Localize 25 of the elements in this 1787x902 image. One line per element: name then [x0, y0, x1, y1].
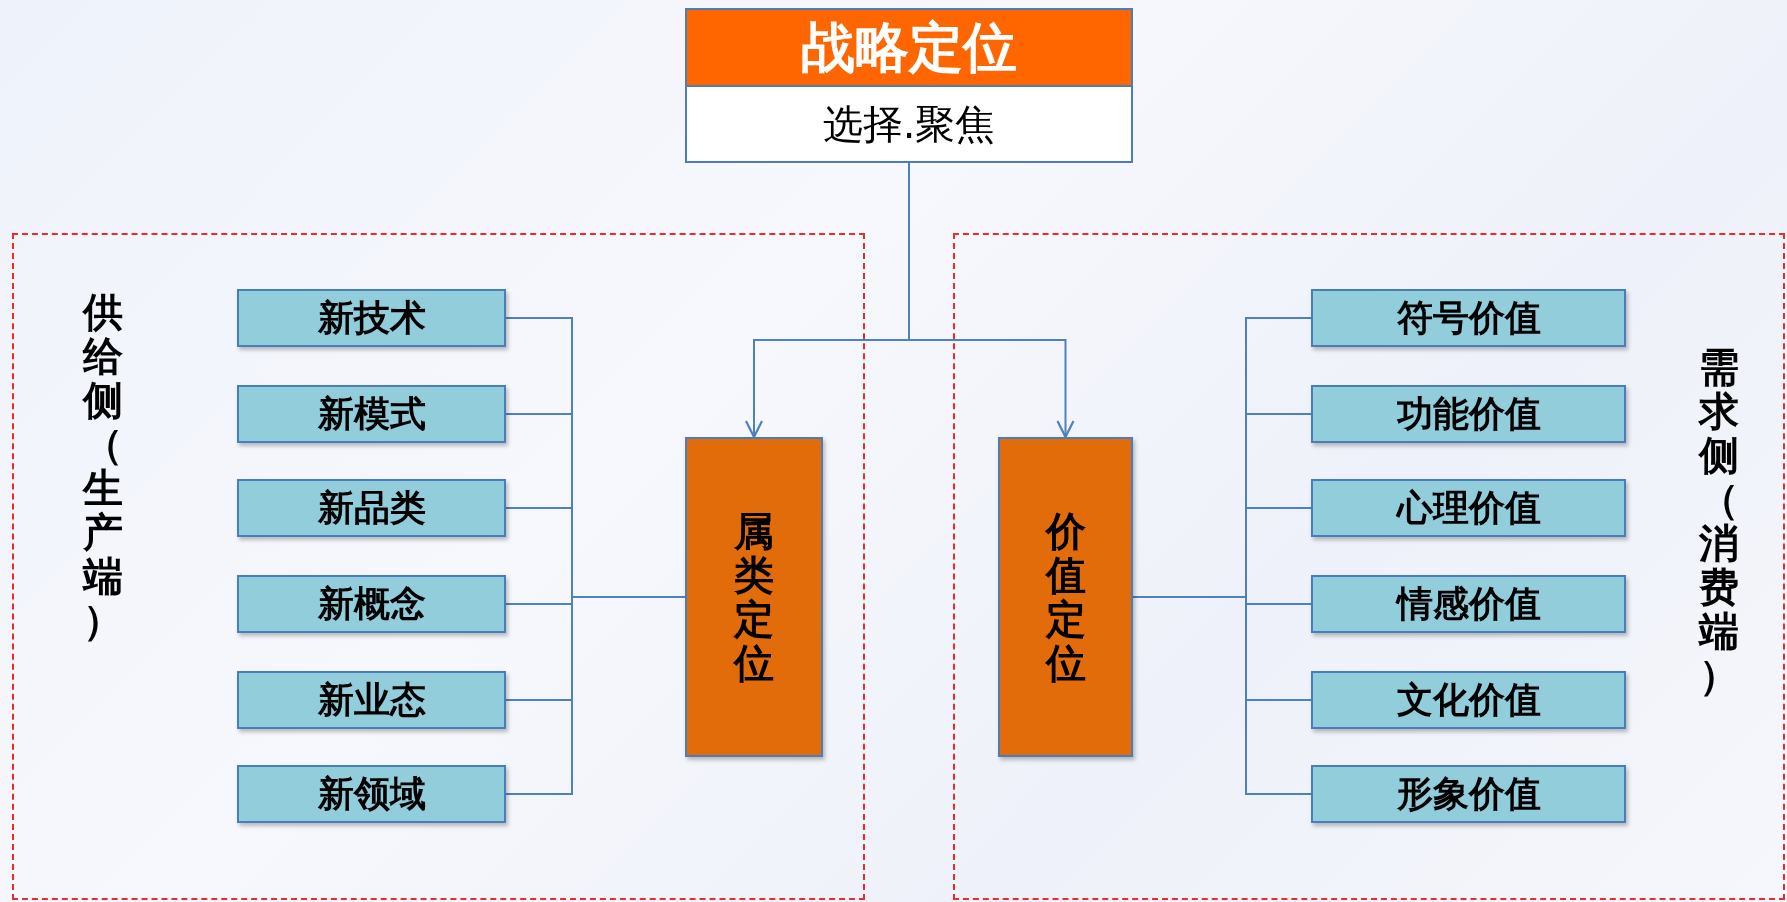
item-label-box: 心理价值 [1311, 479, 1626, 537]
item-label-box: 符号价值 [1311, 289, 1626, 347]
item-label-box: 形象价值 [1311, 765, 1626, 823]
item-label-box: 新技术 [237, 289, 506, 347]
category-label: 价值定位 [1045, 509, 1086, 685]
connector-line [505, 596, 686, 795]
item-label-box: 新业态 [237, 671, 506, 729]
item-label-box: 新模式 [237, 385, 506, 443]
category-box [685, 437, 823, 757]
category-box [998, 437, 1133, 757]
item-label-box: 新概念 [237, 575, 506, 633]
category-label: 属类定位 [734, 509, 774, 685]
dashed-region [953, 233, 1785, 900]
subtitle-text: 选择.聚焦 [821, 99, 997, 149]
side-label: 供给侧（生产端） [83, 290, 123, 642]
item-label-box: 情感价值 [1311, 575, 1626, 633]
connector-line [1132, 596, 1312, 795]
item-label-box: 功能价值 [1311, 385, 1626, 443]
dashed-region [12, 233, 865, 900]
title-box [685, 8, 1133, 163]
item-label-box: 文化价值 [1311, 671, 1626, 729]
side-label: 需求侧（消费端） [1699, 345, 1739, 697]
item-label-box: 新品类 [237, 479, 506, 537]
item-label-box: 新领域 [237, 765, 506, 823]
title-text: 战略定位 [687, 10, 1131, 87]
